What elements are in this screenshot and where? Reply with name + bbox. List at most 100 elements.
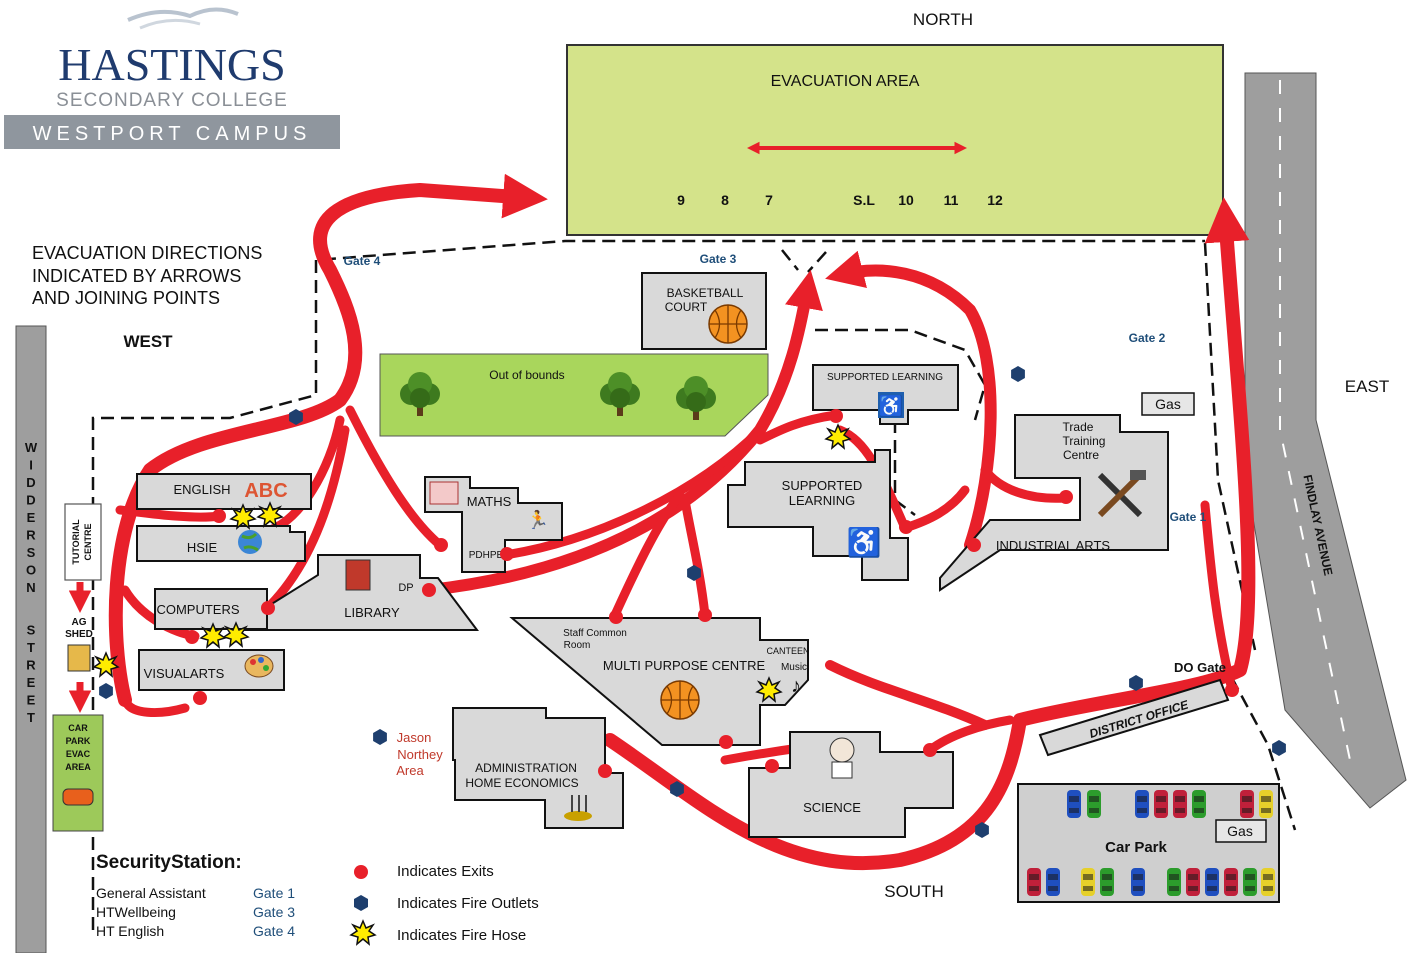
assembly-point: 10 [898,192,914,208]
svg-text:Northey: Northey [397,747,443,762]
logo-wave-icon [139,18,201,30]
fire-outlet-marker [1011,366,1025,382]
svg-text:Car Park: Car Park [1105,839,1167,856]
svg-text:AND JOINING POINTS: AND JOINING POINTS [32,288,220,308]
assembly-point: 8 [721,192,729,208]
svg-text:INDUSTRIAL ARTS: INDUSTRIAL ARTS [996,538,1110,553]
exit-marker [609,610,623,624]
security-gate: Gate 1 [253,885,295,901]
security-title: SecurityStation: [96,852,242,873]
exit-marker [829,409,843,423]
svg-text:Out of bounds: Out of bounds [489,368,564,382]
svg-text:LIBRARY: LIBRARY [344,605,400,620]
car-icon [62,788,94,806]
gate-3-label: Gate 3 [700,252,737,266]
security-role: HT English [96,923,164,939]
compass-north: NORTH [913,10,973,29]
exit-marker [185,630,199,644]
logo-campus-name: WESTPORT CAMPUS [33,123,312,145]
fire-outlet-marker [289,409,303,425]
svg-text:Centre: Centre [1063,448,1099,462]
compass-west: WEST [123,332,173,351]
car-icon [1100,868,1114,896]
street-letter: T [27,640,35,655]
svg-text:TUTORIAL: TUTORIAL [71,519,81,565]
svg-text:SHED: SHED [65,629,93,640]
security-role: HTWellbeing [96,904,176,920]
gas-top: Gas [1141,392,1195,416]
car-icon [1173,790,1187,818]
street-letter: T [27,710,35,725]
svg-text:Training: Training [1063,434,1106,448]
computers-building: COMPUTERS [154,588,268,630]
legend-exits: Indicates Exits [397,863,494,880]
car-icon [1046,868,1060,896]
assembly-point: 12 [987,192,1003,208]
directions-note: EVACUATION DIRECTIONS INDICATED BY ARROW… [32,243,262,308]
scientist-icon [829,737,855,763]
compass-south: SOUTH [884,882,944,901]
fire-outlet-marker [99,683,113,699]
out-of-bounds-area: Out of bounds [379,353,769,437]
assembly-point: S.L [853,192,875,208]
svg-text:Staff Common: Staff Common [563,628,627,639]
street-letter: R [26,528,36,543]
legend-hose: Indicates Fire Hose [397,927,526,944]
evacuation-area: EVACUATION AREA 9 8 7 S.L 10 11 12 [566,44,1224,236]
wheelchair-icon [878,392,904,418]
runner-icon: 🏃 [527,509,549,530]
car-icon [1192,790,1206,818]
exit-markers [185,409,1239,778]
exit-marker [899,520,913,534]
street-letter: E [27,693,36,708]
svg-text:ENGLISH: ENGLISH [173,482,230,497]
do-gate-label: DO Gate [1174,660,1226,675]
car-icon [1261,868,1275,896]
wheelchair-icon: ♿ [879,394,904,418]
basketball-icon [708,304,748,344]
svg-text:Music: Music [781,662,807,673]
assembly-point: 9 [677,192,685,208]
book-character-icon [345,559,371,591]
science-building: SCIENCE [748,731,954,838]
exit-marker [1225,683,1239,697]
car-park-evac-area: CAR PARK EVAC AREA [52,714,104,832]
legend-hose-icon [350,920,376,945]
security-gate: Gate 3 [253,904,295,920]
car-icon [1131,868,1145,896]
evacuation-area-title: EVACUATION AREA [771,73,920,90]
hsie-building: HSIE [136,525,306,562]
svg-text:EVACUATION DIRECTIONS: EVACUATION DIRECTIONS [32,243,262,263]
exit-marker [1059,490,1073,504]
svg-text:HSIE: HSIE [187,540,218,555]
logo-school-name: HASTINGS [58,39,285,90]
hammer-wrench-icon [1097,470,1146,518]
jason-northey-area: Jason Northey Area [396,730,443,778]
abc-icon: ABC [244,480,287,502]
svg-text:PDHPE: PDHPE [469,550,504,561]
svg-text:Trade: Trade [1063,420,1094,434]
car-icon [1135,790,1149,818]
svg-text:LEARNING: LEARNING [789,493,855,508]
svg-text:Area: Area [396,763,424,778]
compass-east: EAST [1345,377,1389,396]
exit-marker [261,601,275,615]
street-letter: E [27,675,36,690]
car-icon [1205,868,1219,896]
fire-outlet-marker [687,565,701,581]
music-note-icon: ♪ [791,675,801,697]
car-icon [1081,868,1095,896]
car-icon [1067,790,1081,818]
english-building: ENGLISH ABC [136,473,312,510]
security-role: General Assistant [96,885,206,901]
svg-text:MULTI PURPOSE CENTRE: MULTI PURPOSE CENTRE [603,658,766,673]
assembly-point: 7 [765,192,773,208]
street-letter: E [27,510,36,525]
administration-building: ADMINISTRATION HOME ECONOMICS [452,707,624,829]
car-icon [1087,790,1101,818]
car-icon [1186,868,1200,896]
svg-text:CANTEEN: CANTEEN [766,646,809,656]
exit-marker [765,759,779,773]
maths-building: MATHS PDHPE 🏃 [424,476,563,573]
